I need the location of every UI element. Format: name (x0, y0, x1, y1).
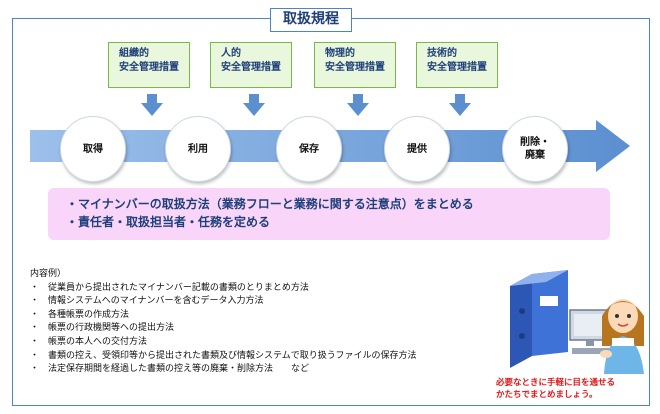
examples-list: 従業員から提出されたマイナンバー記載の書類のとりまとめ方法 情報システムへのマイ… (30, 282, 417, 377)
summary-line1: ・マイナンバーの取扱方法（業務フローと業務に関する注意点）をまとめる (66, 197, 474, 211)
measure-line2: 安全管理措置 (221, 62, 281, 73)
stage-label: 削除・ 廃棄 (520, 136, 550, 162)
stage-label: 提供 (407, 143, 427, 155)
stage-store: 保存 (276, 116, 342, 182)
measure-line1: 人的 (221, 48, 241, 59)
measure-line2: 安全管理措置 (427, 62, 487, 73)
summary-line2: ・責任者・取扱担当者・任務を定める (66, 215, 271, 229)
examples-heading: 内容例） (30, 269, 67, 279)
diagram-title: 取扱規程 (270, 8, 352, 32)
note-line1: 必要なときに手軽に目を通せる (496, 378, 616, 388)
stage-label-line2: 廃棄 (525, 150, 545, 161)
measure-line1: 技術的 (427, 48, 457, 59)
note-line2: かたちでまとめましょう。 (496, 390, 598, 400)
measure-organizational: 組織的 安全管理措置 (108, 42, 190, 88)
illustration (510, 270, 644, 374)
list-item: 法定保存期間を経過した書類の控え等の廃棄・削除方法 など (30, 363, 417, 377)
binder-icon (510, 270, 568, 368)
advice-note: 必要なときに手軽に目を通せる かたちでまとめましょう。 (496, 377, 646, 401)
stage-delete-dispose: 削除・ 廃棄 (502, 116, 568, 182)
measure-line2: 安全管理措置 (119, 62, 179, 73)
stage-label: 取得 (83, 143, 103, 155)
measure-line1: 組織的 (119, 48, 149, 59)
list-item: 情報システムへのマイナンバーを含むデータ入力方法 (30, 295, 417, 309)
stage-provide: 提供 (384, 116, 450, 182)
stage-label: 保存 (299, 143, 319, 155)
list-item: 帳票の行政機関等への提出方法 (30, 322, 417, 336)
list-item: 従業員から提出されたマイナンバー記載の書類のとりまとめ方法 (30, 282, 417, 296)
down-arrow-icon (243, 94, 265, 116)
list-item: 各種帳票の作成方法 (30, 309, 417, 323)
measure-technical: 技術的 安全管理措置 (416, 42, 498, 88)
measure-line2: 安全管理措置 (325, 62, 385, 73)
down-arrow-icon (347, 94, 369, 116)
stage-label: 利用 (188, 143, 208, 155)
measure-human: 人的 安全管理措置 (210, 42, 292, 88)
stage-acquire: 取得 (60, 116, 126, 182)
summary-box: ・マイナンバーの取扱方法（業務フローと業務に関する注意点）をまとめる ・責任者・… (48, 188, 610, 240)
stage-label-line1: 削除・ (520, 137, 550, 148)
measure-physical: 物理的 安全管理措置 (314, 42, 396, 88)
list-item: 書類の控え、受領印等から提出された書類及び情報システムで取り扱うファイルの保存方… (30, 350, 417, 364)
list-item: 帳票の本人への交付方法 (30, 336, 417, 350)
down-arrow-icon (449, 94, 471, 116)
stage-use: 利用 (165, 116, 231, 182)
down-arrow-icon (141, 94, 163, 116)
examples-section: 内容例） 従業員から提出されたマイナンバー記載の書類のとりまとめ方法 情報システ… (30, 268, 417, 377)
person-at-computer-icon (569, 299, 644, 374)
measure-line1: 物理的 (325, 48, 355, 59)
